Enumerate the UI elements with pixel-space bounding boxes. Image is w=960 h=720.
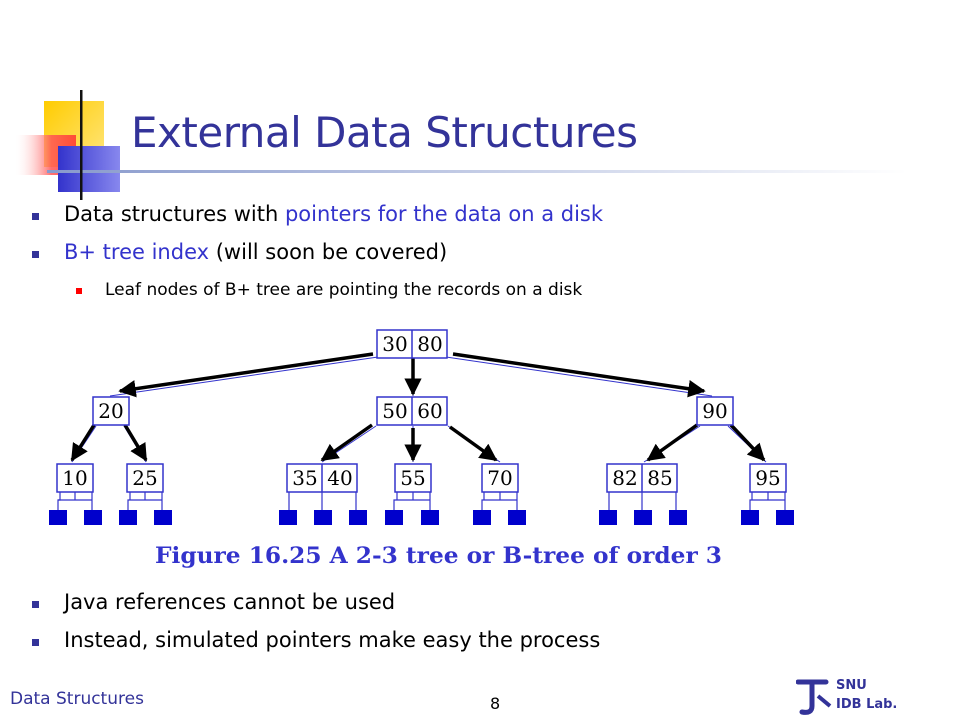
- bullet-1-highlight: pointers for the data on a disk: [284, 202, 604, 226]
- bullet-marker: [32, 213, 39, 220]
- leaf-key-40: 40: [327, 466, 352, 490]
- footer-course: Data Structures: [10, 689, 144, 709]
- snu-logo-icon: [796, 679, 832, 715]
- bullet-3-text: Java references cannot be used: [64, 590, 396, 614]
- leaf-key-25: 25: [132, 466, 157, 490]
- page-number: 8: [490, 694, 501, 713]
- internal-node-1: [92, 396, 130, 426]
- root-key-1: 30: [382, 332, 407, 356]
- leaf-key-82: 82: [612, 466, 637, 490]
- internal-key-50: 50: [382, 399, 407, 423]
- bullet-1-text: Data structures with: [64, 202, 285, 226]
- bullet-2-text: (will soon be covered): [209, 240, 448, 264]
- bullet-4-text: Instead, simulated pointers make easy th…: [64, 628, 601, 652]
- leaf-key-70: 70: [487, 466, 512, 490]
- lab-name-line2: IDB Lab.: [836, 697, 898, 712]
- internal-key-60: 60: [417, 399, 442, 423]
- records: [49, 510, 794, 525]
- leaf-node: [481, 463, 519, 493]
- slide-title: External Data Structures: [131, 108, 638, 157]
- leaf-key-35: 35: [292, 466, 317, 490]
- root-key-2: 80: [417, 332, 442, 356]
- leaf-key-55: 55: [400, 466, 425, 490]
- leaf-key-85: 85: [647, 466, 672, 490]
- sub-bullet-text: Leaf nodes of B+ tree are pointing the r…: [105, 280, 583, 300]
- leaf-key-10: 10: [62, 466, 87, 490]
- leaf-node: [394, 463, 432, 493]
- record-pointers: [57, 492, 786, 510]
- sub-bullet-marker: [76, 288, 82, 294]
- title-decoration: [14, 90, 907, 200]
- lab-name-line1: SNU: [836, 678, 867, 693]
- tree-arrows: [70, 352, 766, 462]
- internal-key-90: 90: [702, 399, 727, 423]
- internal-key-20: 20: [98, 399, 123, 423]
- bullet-2-highlight: B+ tree index: [64, 240, 210, 264]
- bullet-marker: [32, 251, 39, 258]
- bullet-marker: [32, 601, 39, 608]
- internal-node-3: [696, 396, 734, 426]
- leaf-key-95: 95: [755, 466, 780, 490]
- bullet-marker: [32, 639, 39, 646]
- figure-caption: Figure 16.25 A 2-3 tree or B-tree of ord…: [155, 543, 722, 569]
